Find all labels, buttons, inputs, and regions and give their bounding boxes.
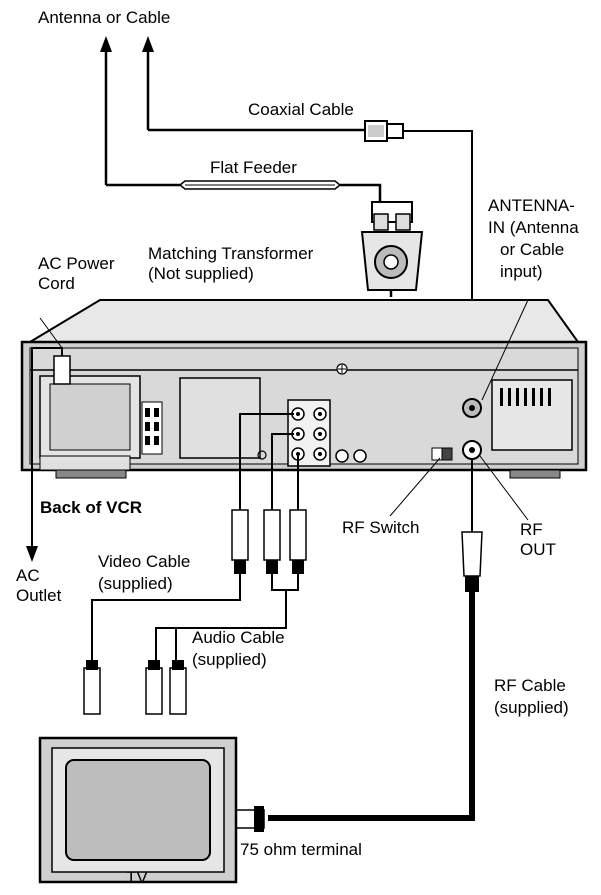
label-rf-out-2: OUT [520,540,556,559]
label-coaxial-cable: Coaxial Cable [248,100,354,119]
label-rf-cable-1: RF Cable [494,676,566,695]
label-ac-power-cord-2: Cord [38,274,75,293]
antenna-arrows [100,36,154,185]
label-75-ohm-terminal: 75 ohm terminal [240,840,362,859]
label-matching-transformer-note: (Not supplied) [148,264,254,283]
vcr-body [20,299,588,479]
label-ac-outlet-1: AC [16,566,40,585]
label-back-of-vcr: Back of VCR [40,498,143,517]
label-ac-power-cord-1: AC Power [38,254,115,273]
ac-power-cord [26,317,71,562]
flat-feeder [106,180,382,205]
label-rf-switch: RF Switch [342,518,420,537]
label-antenna-in-3: or Cable [500,240,565,259]
video-cable [83,413,294,715]
label-audio-cable-1: Audio Cable [192,628,285,647]
leader-lines [389,299,529,521]
label-tv: TV [126,868,148,887]
rf-cable [231,458,483,832]
label-audio-cable-2: (supplied) [192,650,267,669]
label-video-cable-2: (supplied) [98,574,173,593]
label-antenna-in-2: IN (Antenna [488,218,579,237]
label-antenna-in-1: ANTENNA- [488,196,575,215]
label-flat-feeder: Flat Feeder [210,158,297,177]
label-matching-transformer: Matching Transformer [148,244,314,263]
label-rf-cable-2: (supplied) [494,698,569,717]
label-rf-out-1: RF [520,520,543,539]
label-antenna-in-4: input) [500,262,543,281]
label-antenna-or-cable: Antenna or Cable [38,8,171,27]
matching-transformer [360,201,466,415]
label-video-cable-1: Video Cable [98,552,191,571]
audio-cable [145,433,307,715]
tv-set [38,736,238,884]
label-ac-outlet-2: Outlet [16,586,62,605]
